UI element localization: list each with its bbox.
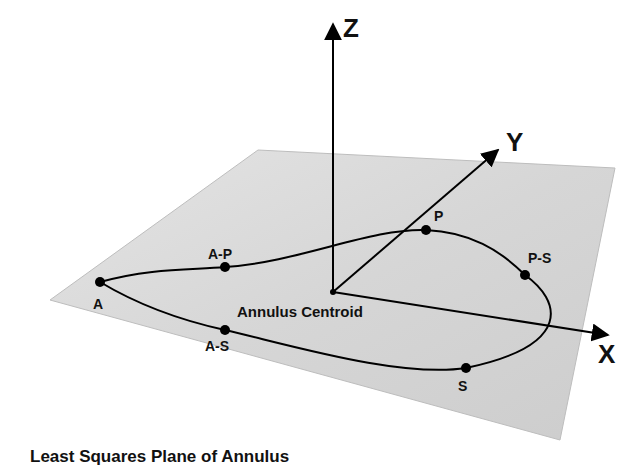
annulus-curve	[100, 230, 551, 370]
centroid-label: Annulus Centroid	[237, 303, 363, 320]
point-dot	[95, 277, 105, 287]
point-label: P-S	[528, 250, 551, 266]
z-axis	[332, 24, 334, 292]
point-dot	[220, 262, 230, 272]
point-label: A-P	[208, 246, 232, 262]
point-dot	[520, 270, 530, 280]
y-axis	[333, 150, 498, 292]
axis-label: Y	[506, 128, 523, 158]
point-label: A-S	[205, 338, 229, 354]
axis-label: X	[598, 340, 615, 370]
point-label: S	[458, 378, 467, 394]
point-label: P	[434, 208, 443, 224]
point-label: A	[93, 296, 103, 312]
point-dot	[421, 225, 431, 235]
point-dot	[461, 363, 471, 373]
point-dot	[220, 325, 230, 335]
centroid-dot	[330, 289, 336, 295]
axis-label: Z	[343, 14, 359, 44]
caption: Least Squares Plane of Annulus	[30, 447, 289, 467]
x-axis	[333, 292, 608, 335]
